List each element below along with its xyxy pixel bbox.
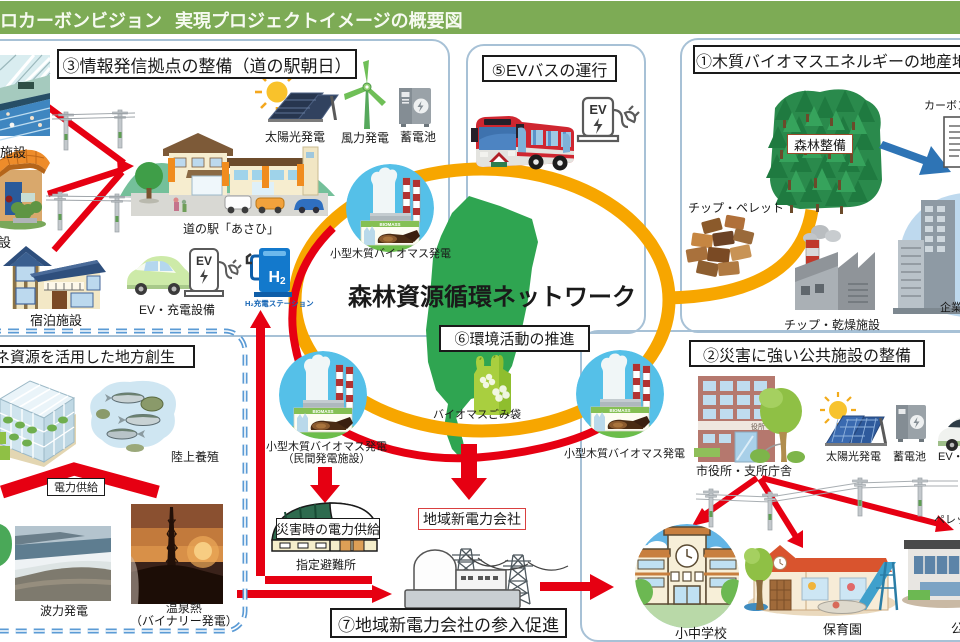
svg-text:EV: EV [196,254,212,268]
svg-text:役所: 役所 [751,422,765,431]
svg-text:EV: EV [589,102,607,117]
